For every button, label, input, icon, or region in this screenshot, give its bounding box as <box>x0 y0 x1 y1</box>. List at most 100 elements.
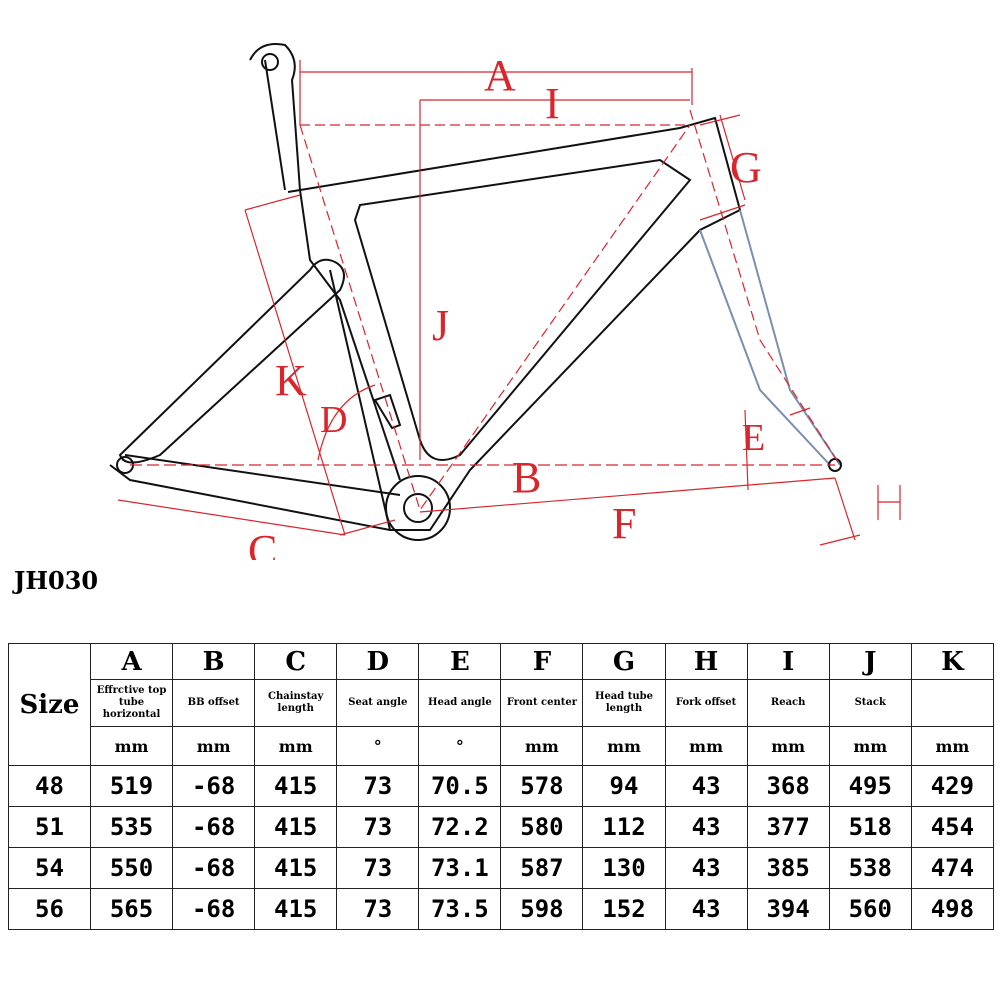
column-description: BB offset <box>172 679 256 727</box>
value-cell: 550 <box>89 847 174 889</box>
value-cell: 43 <box>664 847 748 889</box>
label-b: B <box>512 453 541 502</box>
column-letter: F <box>500 643 584 680</box>
column-letter: K <box>910 643 995 680</box>
value-cell: 535 <box>89 806 174 848</box>
value-cell: 385 <box>746 847 830 889</box>
column-unit: mm <box>254 726 338 766</box>
column-description: Chainstay length <box>254 679 338 727</box>
column-letter: H <box>664 643 748 680</box>
label-a: A <box>484 51 516 100</box>
value-cell: 73 <box>336 888 420 930</box>
column-letter: C <box>254 643 338 680</box>
value-cell: 394 <box>746 888 830 930</box>
label-g: G <box>730 143 762 192</box>
frame-geometry-diagram: A I G J K D E B F C <box>109 43 901 560</box>
value-cell: 560 <box>828 888 912 930</box>
value-cell: 454 <box>910 806 995 848</box>
column-description: Reach <box>746 679 830 727</box>
value-cell: 43 <box>664 765 748 807</box>
size-header: Size <box>8 643 91 766</box>
column-unit: ° <box>418 726 502 766</box>
value-cell: 72.2 <box>418 806 502 848</box>
size-cell: 48 <box>8 765 91 807</box>
label-f: F <box>612 499 636 548</box>
value-cell: 73 <box>336 847 420 889</box>
value-cell: 368 <box>746 765 830 807</box>
size-cell: 56 <box>8 888 91 930</box>
model-name: JH030 <box>14 566 99 595</box>
column-unit: mm <box>828 726 912 766</box>
value-cell: 474 <box>910 847 995 889</box>
column-description: Effrctive top tube horizontal <box>89 679 174 727</box>
value-cell: 73.1 <box>418 847 502 889</box>
column-description: Head angle <box>418 679 502 727</box>
value-cell: 415 <box>254 888 338 930</box>
column-description: Fork offset <box>664 679 748 727</box>
value-cell: -68 <box>172 888 256 930</box>
value-cell: 429 <box>910 765 995 807</box>
value-cell: 415 <box>254 806 338 848</box>
column-description: Stack <box>828 679 912 727</box>
column-unit: mm <box>910 726 995 766</box>
value-cell: 73 <box>336 806 420 848</box>
value-cell: 73.5 <box>418 888 502 930</box>
dimension-labels: A I G J K D E B F C <box>248 51 765 560</box>
value-cell: 70.5 <box>418 765 502 807</box>
value-cell: 130 <box>582 847 666 889</box>
value-cell: 377 <box>746 806 830 848</box>
value-cell: 495 <box>828 765 912 807</box>
column-description: Head tube length <box>582 679 666 727</box>
column-unit: mm <box>89 726 174 766</box>
column-letter: A <box>89 643 174 680</box>
column-unit: mm <box>582 726 666 766</box>
value-cell: -68 <box>172 847 256 889</box>
dimension-lines <box>117 60 901 546</box>
value-cell: 152 <box>582 888 666 930</box>
value-cell: 587 <box>500 847 584 889</box>
column-letter: G <box>582 643 666 680</box>
value-cell: -68 <box>172 806 256 848</box>
label-e: E <box>742 417 765 459</box>
value-cell: 73 <box>336 765 420 807</box>
size-cell: 51 <box>8 806 91 848</box>
value-cell: 415 <box>254 847 338 889</box>
column-letter: E <box>418 643 502 680</box>
value-cell: 598 <box>500 888 584 930</box>
column-description: Seat angle <box>336 679 420 727</box>
value-cell: 538 <box>828 847 912 889</box>
column-letter: I <box>746 643 830 680</box>
label-c: C <box>248 526 277 560</box>
column-letter: B <box>172 643 256 680</box>
value-cell: 578 <box>500 765 584 807</box>
value-cell: 43 <box>664 888 748 930</box>
column-unit: mm <box>664 726 748 766</box>
value-cell: 112 <box>582 806 666 848</box>
value-cell: 565 <box>89 888 174 930</box>
column-letter: J <box>828 643 912 680</box>
value-cell: 498 <box>910 888 995 930</box>
column-description: Front center <box>500 679 584 727</box>
value-cell: 94 <box>582 765 666 807</box>
column-unit: mm <box>746 726 830 766</box>
label-d: D <box>320 399 347 441</box>
value-cell: 43 <box>664 806 748 848</box>
value-cell: 415 <box>254 765 338 807</box>
value-cell: 580 <box>500 806 584 848</box>
column-description <box>910 679 995 727</box>
column-unit: ° <box>336 726 420 766</box>
value-cell: -68 <box>172 765 256 807</box>
label-k: K <box>275 356 307 405</box>
label-j: J <box>432 301 449 350</box>
label-i: I <box>545 79 560 128</box>
size-cell: 54 <box>8 847 91 889</box>
column-letter: D <box>336 643 420 680</box>
value-cell: 519 <box>89 765 174 807</box>
value-cell: 518 <box>828 806 912 848</box>
column-unit: mm <box>500 726 584 766</box>
